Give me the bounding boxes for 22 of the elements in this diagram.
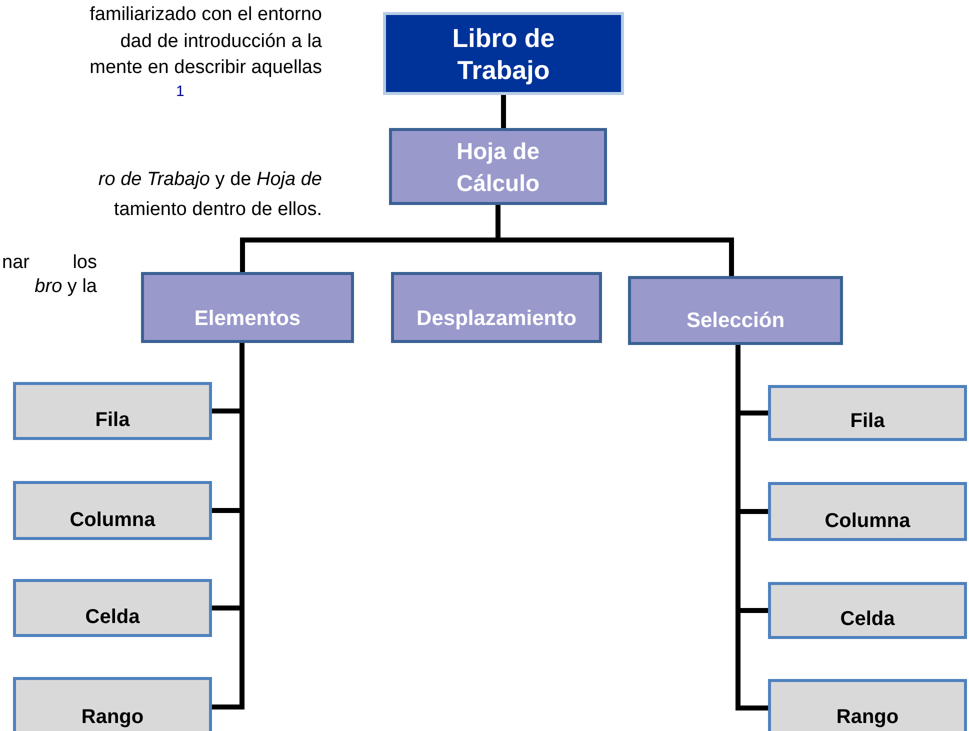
category-box: Desplazamiento <box>391 272 602 343</box>
category-box: Selección <box>628 276 843 345</box>
item-box: Rango <box>768 679 967 731</box>
title-box: Libro de Trabajo <box>383 12 624 95</box>
paragraph-text: tamiento dentro de ellos. <box>114 198 322 222</box>
item-box: Celda <box>13 579 212 637</box>
item-box: Fila <box>13 382 212 440</box>
paragraph-text: familiarizado con el entorno <box>90 3 322 27</box>
category-box: Hoja de Cálculo <box>389 128 607 205</box>
paragraph-text: ro de Trabajo y de Hoja de <box>98 168 322 192</box>
item-box: Columna <box>13 481 212 540</box>
paragraph-text: mente en describir aquellas <box>90 56 322 80</box>
connector-line <box>501 95 506 128</box>
category-box: Elementos <box>141 272 354 343</box>
footnote-mark: 1 <box>176 84 184 100</box>
item-box: Fila <box>768 385 967 441</box>
paragraph-text: nar los <box>2 251 97 275</box>
paragraph-text: bro y la <box>34 275 97 299</box>
item-box: Celda <box>768 582 967 639</box>
item-box: Rango <box>13 677 212 731</box>
paragraph-text: dad de introducción a la <box>120 30 322 54</box>
item-box: Columna <box>768 482 967 541</box>
